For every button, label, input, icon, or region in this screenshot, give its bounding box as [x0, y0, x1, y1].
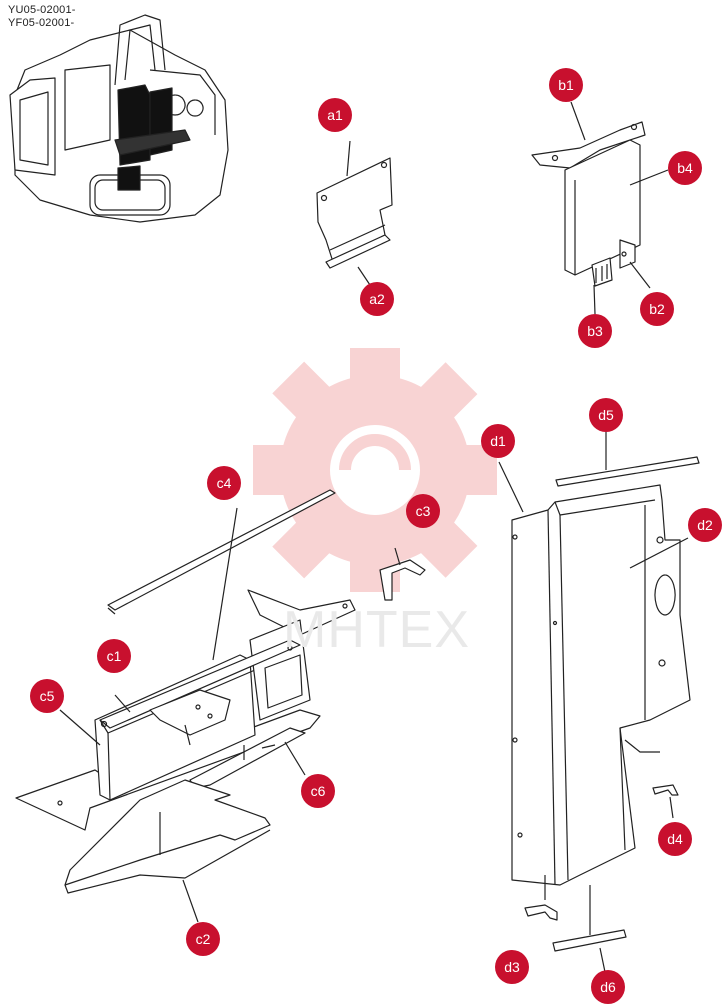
callout-c6: c6: [301, 774, 335, 808]
callout-d6: d6: [591, 970, 625, 1004]
callout-a2: a2: [360, 282, 394, 316]
callout-b4: b4: [668, 151, 702, 185]
callout-d5: d5: [589, 398, 623, 432]
callout-b2: b2: [640, 292, 674, 326]
callout-b1: b1: [549, 68, 583, 102]
serial-number-1: YU05-02001-: [8, 4, 76, 16]
callout-c2: c2: [186, 922, 220, 956]
callout-d2: d2: [688, 508, 722, 542]
callout-c3: c3: [406, 494, 440, 528]
excavator-overview: [9, 14, 229, 223]
callout-b3: b3: [578, 314, 612, 348]
serial-number-2: YF05-02001-: [8, 17, 75, 29]
watermark-text: MHTEX: [283, 601, 470, 659]
callout-d3: d3: [495, 950, 529, 984]
part-a-plate: [316, 140, 393, 289]
callout-c1: c1: [97, 639, 131, 673]
callout-d1: d1: [481, 424, 515, 458]
callout-c5: c5: [30, 679, 64, 713]
callout-c4: c4: [207, 466, 241, 500]
part-d-cover: [498, 430, 700, 973]
callout-a1: a1: [318, 98, 352, 132]
callout-d4: d4: [658, 822, 692, 856]
part-b-controller: [531, 101, 669, 315]
part-c-assembly: [15, 489, 426, 923]
watermark-gear-icon: [253, 348, 497, 592]
